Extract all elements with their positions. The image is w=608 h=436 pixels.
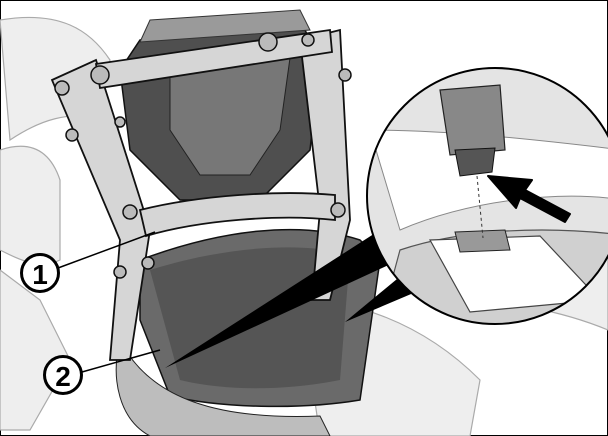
callout-leader-lines xyxy=(57,231,161,373)
bolt-heads xyxy=(54,32,352,279)
callout-2: 2 xyxy=(43,355,83,395)
pointer-arrow-icon xyxy=(487,175,571,223)
detail-inset xyxy=(366,67,608,325)
callout-1: 1 xyxy=(20,253,60,293)
